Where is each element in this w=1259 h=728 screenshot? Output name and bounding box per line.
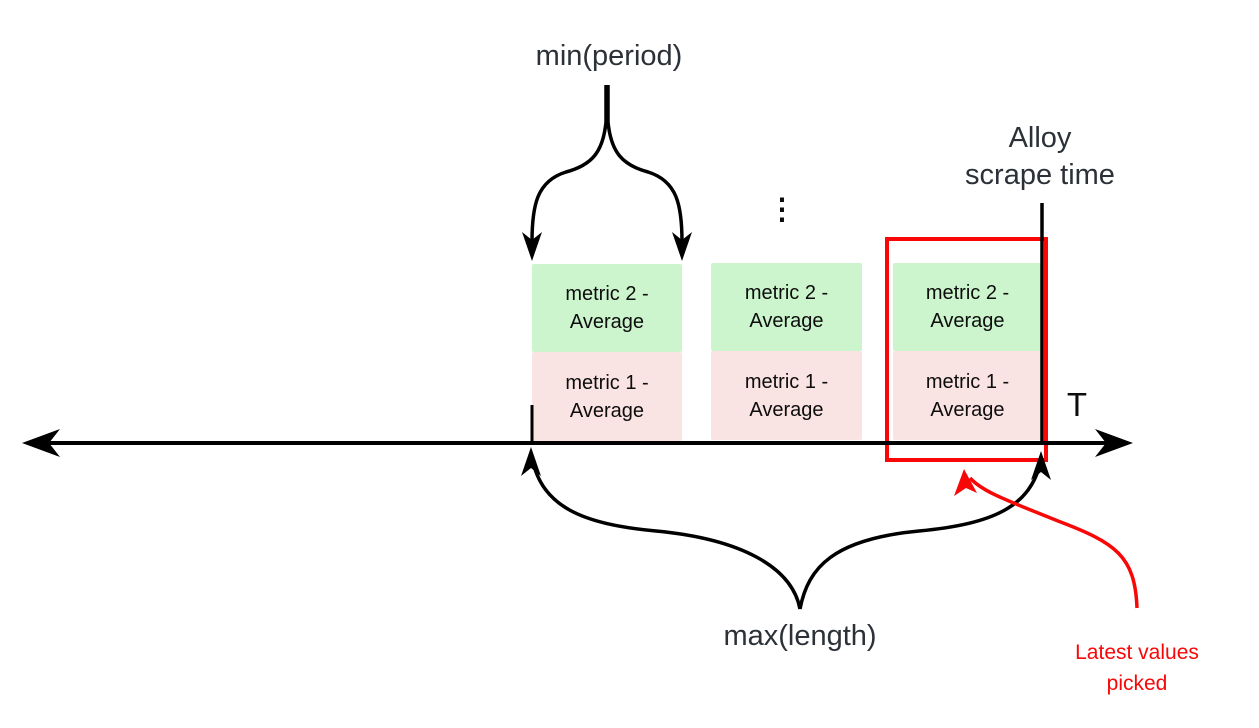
max-length-right-arrow-icon	[1031, 451, 1051, 480]
max-length-brace	[521, 447, 1051, 610]
metric1-segment: metric 1 - Average	[711, 351, 862, 440]
metric1-label: metric 1 - Average	[565, 371, 649, 422]
scrape-time-label: Alloy scrape time	[910, 120, 1170, 194]
latest-values-arrow	[954, 469, 1139, 609]
max-length-brace-right-arm	[798, 459, 1043, 610]
latest-values-arrow-curve	[968, 476, 1139, 609]
min-period-label: min(period)	[535, 40, 683, 72]
metric2-label: metric 2 - Average	[744, 282, 829, 332]
scrape-time-label-line1: Alloy	[1008, 122, 1072, 154]
continuation-ellipsis: ⋮	[767, 194, 797, 226]
time-axis	[22, 405, 1133, 457]
min-period-right-arrow-icon	[672, 232, 692, 261]
latest-values-arrowhead-icon	[954, 469, 977, 496]
scrape-time-label-line2: scrape time	[965, 159, 1115, 191]
metric-window-1: metric 2 - Average metric 1 - Average	[532, 264, 682, 441]
min-period-brace-right-arm	[606, 85, 684, 243]
metric2-segment: metric 2 - Average	[711, 263, 862, 351]
latest-values-label: Latest values picked	[1037, 637, 1237, 699]
metric2-segment: metric 2 - Average	[893, 263, 1042, 351]
metric-window-3: metric 2 - Average metric 1 - Average	[893, 263, 1042, 440]
metric2-label: metric 2 - Average	[565, 283, 649, 333]
min-period-brace	[522, 85, 692, 261]
latest-values-label-line2: picked	[1106, 672, 1168, 695]
t-axis-label: T	[1066, 386, 1088, 423]
min-period-left-arrow-icon	[522, 232, 542, 261]
axis-right-arrow-icon	[1095, 429, 1133, 457]
metric1-segment: metric 1 - Average	[532, 352, 682, 441]
min-period-brace-left-arm	[530, 85, 608, 243]
latest-values-highlight-rect	[885, 237, 1048, 462]
max-length-label: max(length)	[723, 620, 877, 652]
metric1-segment: metric 1 - Average	[893, 351, 1042, 440]
axis-left-arrow-icon	[22, 429, 60, 457]
max-length-left-arrow-icon	[521, 447, 541, 476]
metric2-label: metric 2 - Average	[925, 282, 1010, 332]
latest-values-label-line1: Latest values	[1075, 641, 1199, 664]
metric1-label: metric 1 - Average	[744, 370, 829, 421]
metric1-label: metric 1 - Average	[925, 370, 1010, 421]
metric-window-2: metric 2 - Average metric 1 - Average	[711, 263, 862, 440]
max-length-brace-left-arm	[530, 457, 802, 610]
metric2-segment: metric 2 - Average	[532, 264, 682, 352]
